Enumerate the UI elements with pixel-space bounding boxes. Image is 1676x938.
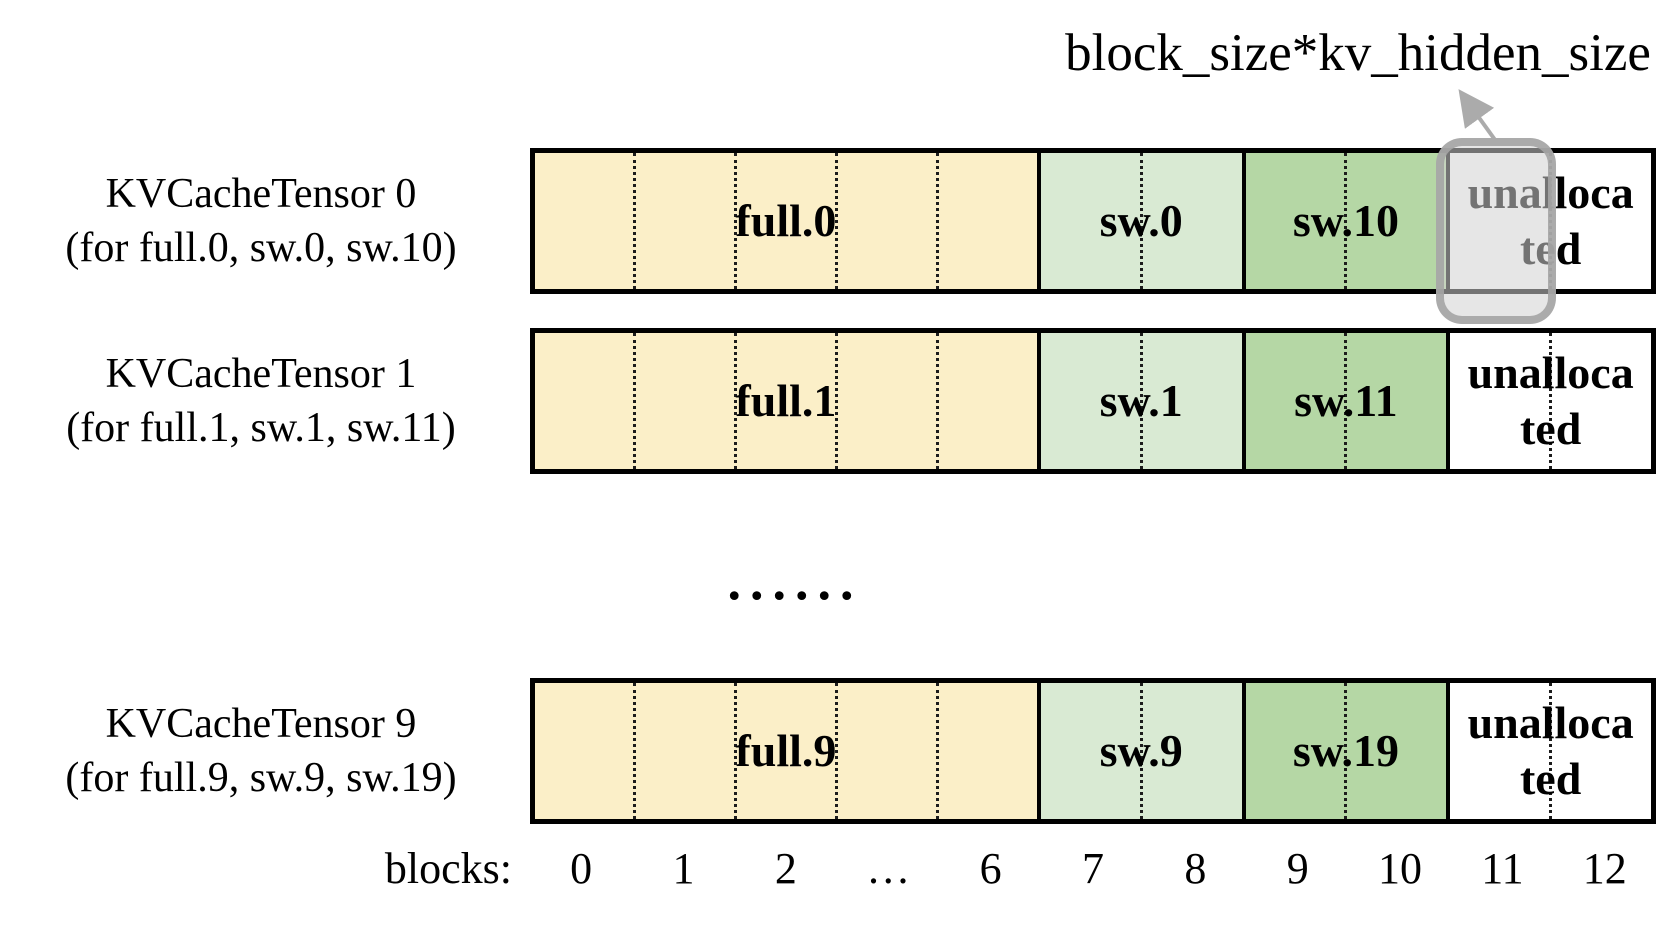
segment-sw-19: sw.19 [1241,683,1447,819]
block-cell [632,153,734,289]
block-cell [1139,153,1242,289]
segment-label: unalloca ted [1467,697,1634,804]
segment-label: full.0 [735,195,837,246]
block-cell [1549,683,1651,819]
block-cell [1139,333,1242,469]
block-cell [834,333,936,469]
axis-tick: 1 [672,844,695,893]
segment-unallocated-1: unalloca ted [1446,333,1652,469]
segment-label: full.9 [735,725,837,776]
segment-label: sw.10 [1292,195,1399,246]
block-cell [1344,153,1446,289]
block-cell [935,333,1037,469]
block-cell [935,683,1037,819]
segment-label: sw.19 [1292,725,1399,776]
axis-tick: 11 [1481,844,1524,893]
block-cell [632,333,734,469]
axis-tick: 9 [1286,844,1309,893]
highlighted-block-outline [1436,138,1556,324]
segment-full-9: full.9 [535,683,1037,819]
segment-label: sw.0 [1099,195,1183,246]
axis-tick: 7 [1081,844,1104,893]
block-size-annotation: block_size*kv_hidden_size [1065,24,1651,82]
block-cell [733,153,835,289]
segment-sw-10: sw.10 [1241,153,1447,289]
segment-label: sw.1 [1099,375,1183,426]
segment-label: sw.9 [1099,725,1183,776]
segment-sw-9: sw.9 [1036,683,1242,819]
block-index-axis: 0 1 2 … 6 7 8 9 10 11 12 [530,843,1656,895]
row-label-kvcachetensor-1: KVCacheTensor 1 (for full.1, sw.1, sw.11… [66,351,456,451]
segment-sw-1: sw.1 [1036,333,1242,469]
axis-tick: 10 [1378,844,1423,893]
axis-tick: 6 [979,844,1002,893]
block-cell [834,683,936,819]
ellipsis-rows: ...... [727,551,863,611]
kv-cache-tensor-9-bar: full.9 sw.9 sw.19 unalloca ted [530,678,1656,824]
annotation-arrow-icon [1458,89,1500,146]
block-cell [1344,333,1446,469]
row-label-kvcachetensor-0: KVCacheTensor 0 (for full.0, sw.0, sw.10… [65,171,457,271]
axis-tick: 8 [1184,844,1207,893]
axis-label-blocks: blocks: [384,844,512,893]
block-cell [1344,683,1446,819]
segment-unallocated-9: unalloca ted [1446,683,1652,819]
segment-label: sw.11 [1294,375,1398,426]
block-cell [935,153,1037,289]
block-cell [733,683,835,819]
block-cell [1549,333,1651,469]
segment-sw-0: sw.0 [1036,153,1242,289]
segment-label: unalloca ted [1467,347,1634,454]
axis-tick: … [866,844,911,893]
segment-label: full.1 [735,375,837,426]
block-cell [834,153,936,289]
block-cell [733,333,835,469]
block-cell [632,683,734,819]
axis-tick: 0 [570,844,593,893]
segment-sw-11: sw.11 [1241,333,1447,469]
row-label-kvcachetensor-9: KVCacheTensor 9 (for full.9, sw.9, sw.19… [65,701,457,801]
axis-tick: 12 [1582,844,1627,893]
axis-tick: 2 [774,844,797,893]
kv-cache-tensor-1-bar: full.1 sw.1 sw.11 unalloca ted [530,328,1656,474]
segment-full-0: full.0 [535,153,1037,289]
segment-full-1: full.1 [535,333,1037,469]
block-cell [1139,683,1242,819]
